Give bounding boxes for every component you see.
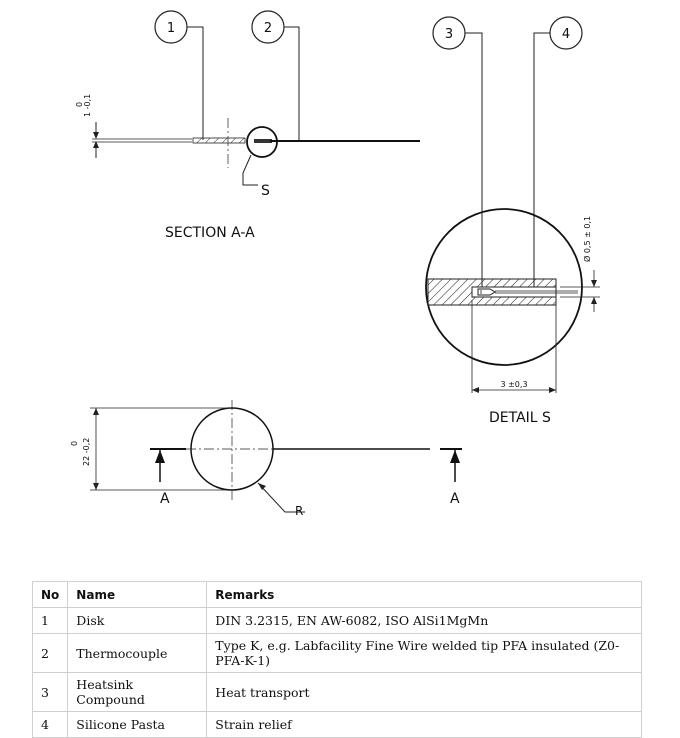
section-mark-left: A [160, 491, 170, 507]
svg-text:1: 1 [167, 21, 175, 36]
balloon-1: 1 [154, 10, 188, 44]
table-row: 1 Disk DIN 3.2315, EN AW-6082, ISO AlSi1… [31, 607, 642, 634]
header-name: Name [67, 581, 208, 608]
table-row: 4 Silicone Pasta Strain relief [31, 711, 642, 738]
table-header-row: No Name Remarks [31, 581, 642, 608]
cell-remarks: Heat transport [206, 672, 642, 712]
balloon-2: 2 [251, 10, 285, 44]
cell-remarks: Type K, e.g. Labfacility Fine Wire welde… [206, 633, 642, 673]
cell-name: Heatsink Compound [67, 672, 208, 712]
svg-text:3: 3 [445, 27, 453, 42]
section-title: SECTION A-A [165, 225, 255, 241]
cell-no: 4 [31, 711, 69, 738]
cell-no: 3 [31, 672, 69, 712]
section-a-a-view: 0 1 -0,1 S SECTION A-A [75, 94, 420, 241]
detail-ref-label: S [261, 183, 270, 199]
svg-text:2: 2 [264, 21, 272, 36]
radius-label: R [295, 504, 303, 518]
balloon-3: 3 [432, 16, 466, 50]
length-dim: 3 ±0,3 [500, 380, 527, 389]
thickness-dim-lower: 1 -0,1 [83, 94, 92, 117]
table-row: 3 Heatsink Compound Heat transport [31, 672, 642, 712]
header-remarks: Remarks [206, 581, 642, 608]
cell-remarks: Strain relief [206, 711, 642, 738]
thickness-dim-upper: 0 [75, 102, 84, 107]
plan-dim-upper: 0 [70, 441, 79, 446]
cell-no: 1 [31, 607, 69, 634]
cell-name: Thermocouple [67, 633, 208, 673]
plan-dim-lower: 22 -0,2 [82, 438, 91, 466]
cell-name: Silicone Pasta [67, 711, 208, 738]
diameter-dim: Ø 0,5 ± 0,1 [582, 216, 592, 262]
table-row: 2 Thermocouple Type K, e.g. Labfacility … [31, 633, 642, 673]
balloon-4: 4 [549, 16, 583, 50]
cell-name: Disk [67, 607, 208, 634]
detail-s-view: 3 ±0,3 Ø 0,5 ± 0,1 DETAIL S [425, 208, 600, 426]
svg-text:4: 4 [562, 27, 570, 42]
cell-no: 2 [31, 633, 69, 673]
plan-view: A A 0 22 -0,2 R [70, 400, 462, 518]
section-mark-right: A [450, 491, 460, 507]
leader-lines [187, 26, 550, 290]
cell-remarks: DIN 3.2315, EN AW-6082, ISO AlSi1MgMn [206, 607, 642, 634]
parts-table: No Name Remarks 1 Disk DIN 3.2315, EN AW… [31, 581, 642, 738]
technical-drawing: 1 2 3 4 0 1 -0,1 [70, 10, 600, 518]
detail-title: DETAIL S [489, 410, 551, 426]
header-no: No [31, 581, 69, 608]
